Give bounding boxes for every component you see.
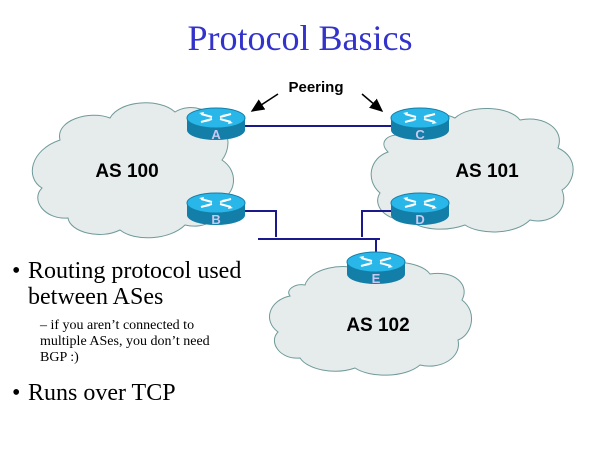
router-label-c: C [415,127,425,142]
links [245,125,392,256]
router-label-a: A [211,127,221,142]
router-label-d: D [415,212,424,227]
bullet-text-line: between ASes [28,284,164,310]
slide-title: Protocol Basics [187,18,413,58]
link-b-bus [245,210,277,237]
bullet-text-line: Runs over TCP [28,380,176,406]
bullet-glyph: • [12,258,21,284]
peering-annotation: Peering [250,79,384,112]
router-label-e: E [372,271,381,286]
router-icon-b: B [186,192,246,227]
peering-label: Peering [288,79,343,96]
bullet-item: • Routing protocol used between ASes [12,258,280,310]
link-d-bus [361,210,392,237]
sub-bullet: – if you aren’t connected to multiple AS… [40,318,280,366]
cloud-label-as101: AS 101 [455,161,519,182]
router-icon-e: E [346,251,406,286]
cloud-label-as100: AS 100 [95,161,158,182]
peering-arrow-left [250,93,279,112]
cloud-as102: AS 102 [268,261,472,376]
sub-bullet-line: multiple ASes, you don’t need [40,334,210,349]
cloud-label-as102: AS 102 [346,315,409,336]
router-label-b: B [211,212,220,227]
router-icon-a: A [186,107,246,142]
bullet-glyph: • [12,380,21,406]
sub-bullet-line: – if you aren’t connected to [40,318,195,333]
peering-arrow-right [361,93,384,112]
router-icon-c: C [390,107,450,142]
bullet-text-line: Routing protocol used [28,258,242,284]
router-icon-d: D [390,192,450,227]
sub-bullet-line: BGP :) [40,350,79,365]
bullet-item: • Runs over TCP [12,380,280,406]
bullet-list: • Routing protocol used between ASes – i… [12,258,280,406]
